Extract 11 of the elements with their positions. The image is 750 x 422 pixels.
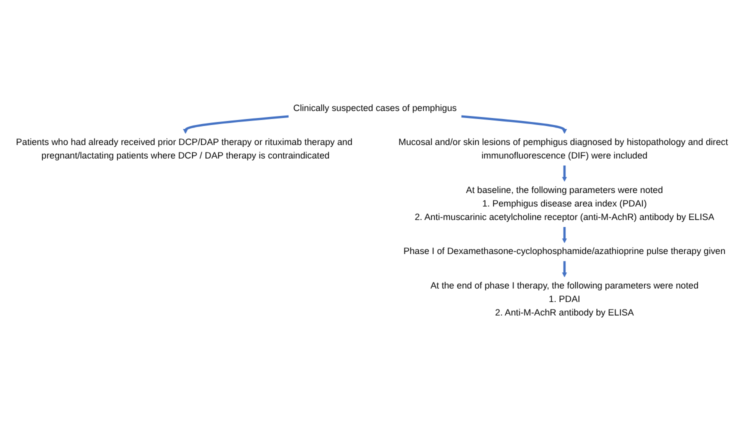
- node-text: Patients who had already received prior DCP/DAP therapy or rituximab therapy and pregnant/lactating patients where DCP / DAP therapy is contraindicated: [16, 138, 352, 161]
- arrow: [562, 165, 567, 182]
- node-text: Phase I of Dexamethasone-cyclophosphamide/azathioprine pulse therapy given: [404, 246, 726, 257]
- node-text: Mucosal and/or skin lesions of pemphigus diagnosed by histopathology and direct immunofluorescence (DIF) were included: [398, 138, 728, 161]
- arrow: [562, 226, 567, 244]
- arrow: [562, 261, 567, 278]
- node-text: At baseline, the following parameters were noted 1. Pemphigus disease area index (PDAI) 2. Anti-muscarinic acetylcholine receptor (anti-M-AchR) antibody by ELISA: [414, 185, 714, 222]
- arrow: [461, 115, 567, 134]
- arrow: [183, 115, 289, 134]
- node-text: Clinically suspected cases of pemphigus: [293, 103, 457, 114]
- node-text: At the end of phase I therapy, the following parameters were noted 1. PDAI 2. Anti-M-AchR antibody by ELISA: [430, 280, 699, 318]
